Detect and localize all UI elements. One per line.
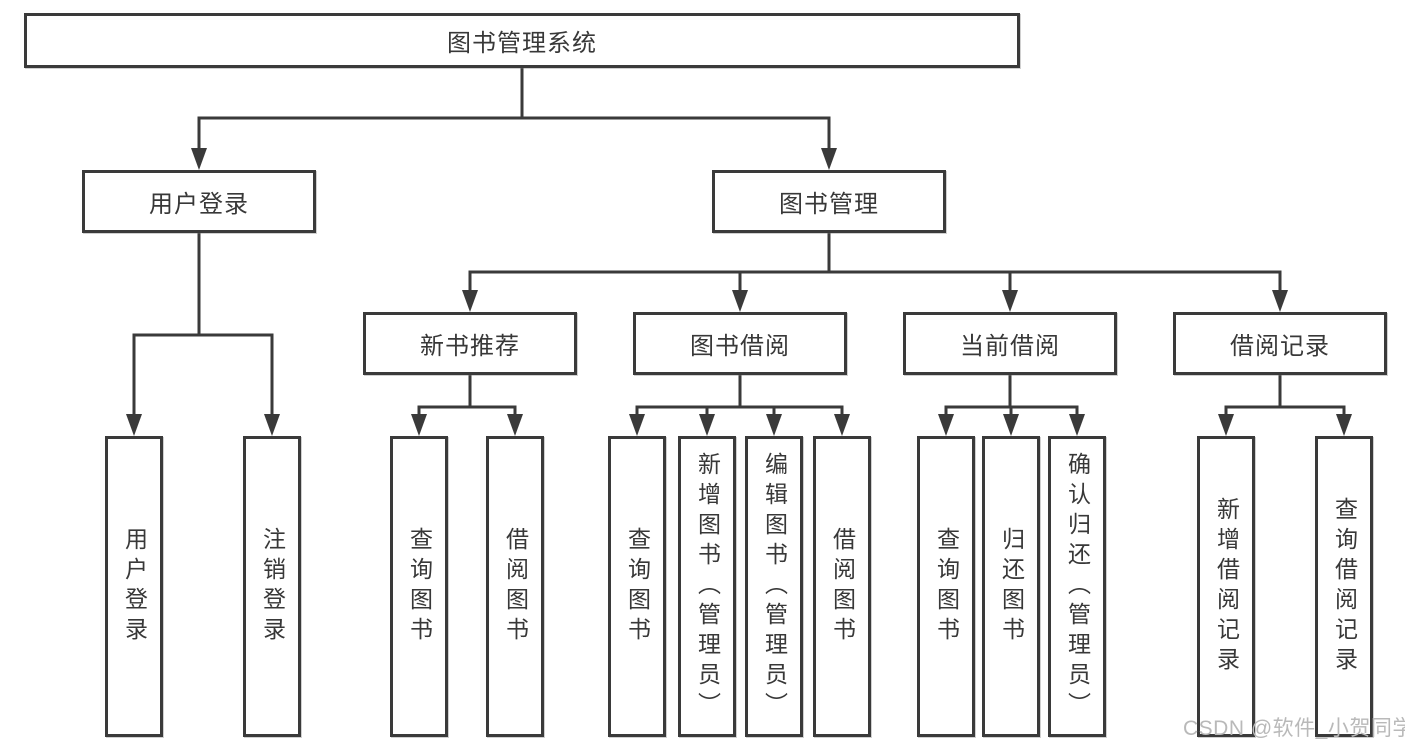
node-book-borrowing: 图书借阅 bbox=[633, 312, 847, 375]
node-new-book-recommendation: 新书推荐 bbox=[363, 312, 577, 375]
leaf-label: 新增图书（管理员） bbox=[694, 451, 721, 722]
node-library-management-system: 图书管理系统 bbox=[24, 13, 1020, 68]
leaf-edit-books-admin: 编辑图书（管理员） bbox=[745, 436, 803, 737]
leaf-label: 新增借阅记录 bbox=[1213, 496, 1240, 677]
leaf-label: 查询借阅记录 bbox=[1331, 496, 1358, 677]
leaf-add-books-admin: 新增图书（管理员） bbox=[678, 436, 736, 737]
leaf-confirm-return-admin: 确认归还（管理员） bbox=[1048, 436, 1106, 737]
node-label: 图书管理系统 bbox=[447, 30, 597, 57]
leaf-label: 借阅图书 bbox=[502, 526, 529, 647]
leaf-borrow-books-borrowing: 借阅图书 bbox=[813, 436, 871, 737]
leaf-return-books: 归还图书 bbox=[982, 436, 1040, 737]
leaf-borrow-books-recommend: 借阅图书 bbox=[486, 436, 544, 737]
arrowheads bbox=[126, 148, 1352, 436]
leaf-label: 归还图书 bbox=[998, 526, 1025, 647]
leaf-search-books-recommend: 查询图书 bbox=[390, 436, 448, 737]
node-label: 图书借阅 bbox=[690, 333, 790, 360]
leaf-add-borrow-record: 新增借阅记录 bbox=[1197, 436, 1255, 737]
leaf-logout: 注销登录 bbox=[243, 436, 301, 737]
leaf-search-books-borrowing: 查询图书 bbox=[608, 436, 666, 737]
leaf-label: 注销登录 bbox=[259, 526, 286, 647]
node-borrowing-records: 借阅记录 bbox=[1173, 312, 1387, 375]
node-label: 新书推荐 bbox=[420, 333, 520, 360]
node-label: 图书管理 bbox=[779, 191, 879, 218]
leaf-search-books-current: 查询图书 bbox=[917, 436, 975, 737]
leaf-user-login: 用户登录 bbox=[105, 436, 163, 737]
node-label: 借阅记录 bbox=[1230, 333, 1330, 360]
node-user-login-group: 用户登录 bbox=[82, 170, 316, 233]
leaf-label: 编辑图书（管理员） bbox=[761, 451, 788, 722]
node-label: 用户登录 bbox=[149, 191, 249, 218]
leaf-label: 用户登录 bbox=[121, 526, 148, 647]
leaf-label: 借阅图书 bbox=[829, 526, 856, 647]
csdn-watermark: CSDN @软件_小贺同学 bbox=[1183, 717, 1405, 740]
leaf-label: 查询图书 bbox=[406, 526, 433, 647]
node-book-management: 图书管理 bbox=[712, 170, 946, 233]
leaf-label: 查询图书 bbox=[624, 526, 651, 647]
leaf-label: 查询图书 bbox=[933, 526, 960, 647]
leaf-search-borrow-record: 查询借阅记录 bbox=[1315, 436, 1373, 737]
leaf-label: 确认归还（管理员） bbox=[1064, 451, 1091, 722]
node-current-borrowing: 当前借阅 bbox=[903, 312, 1117, 375]
node-label: 当前借阅 bbox=[960, 333, 1060, 360]
